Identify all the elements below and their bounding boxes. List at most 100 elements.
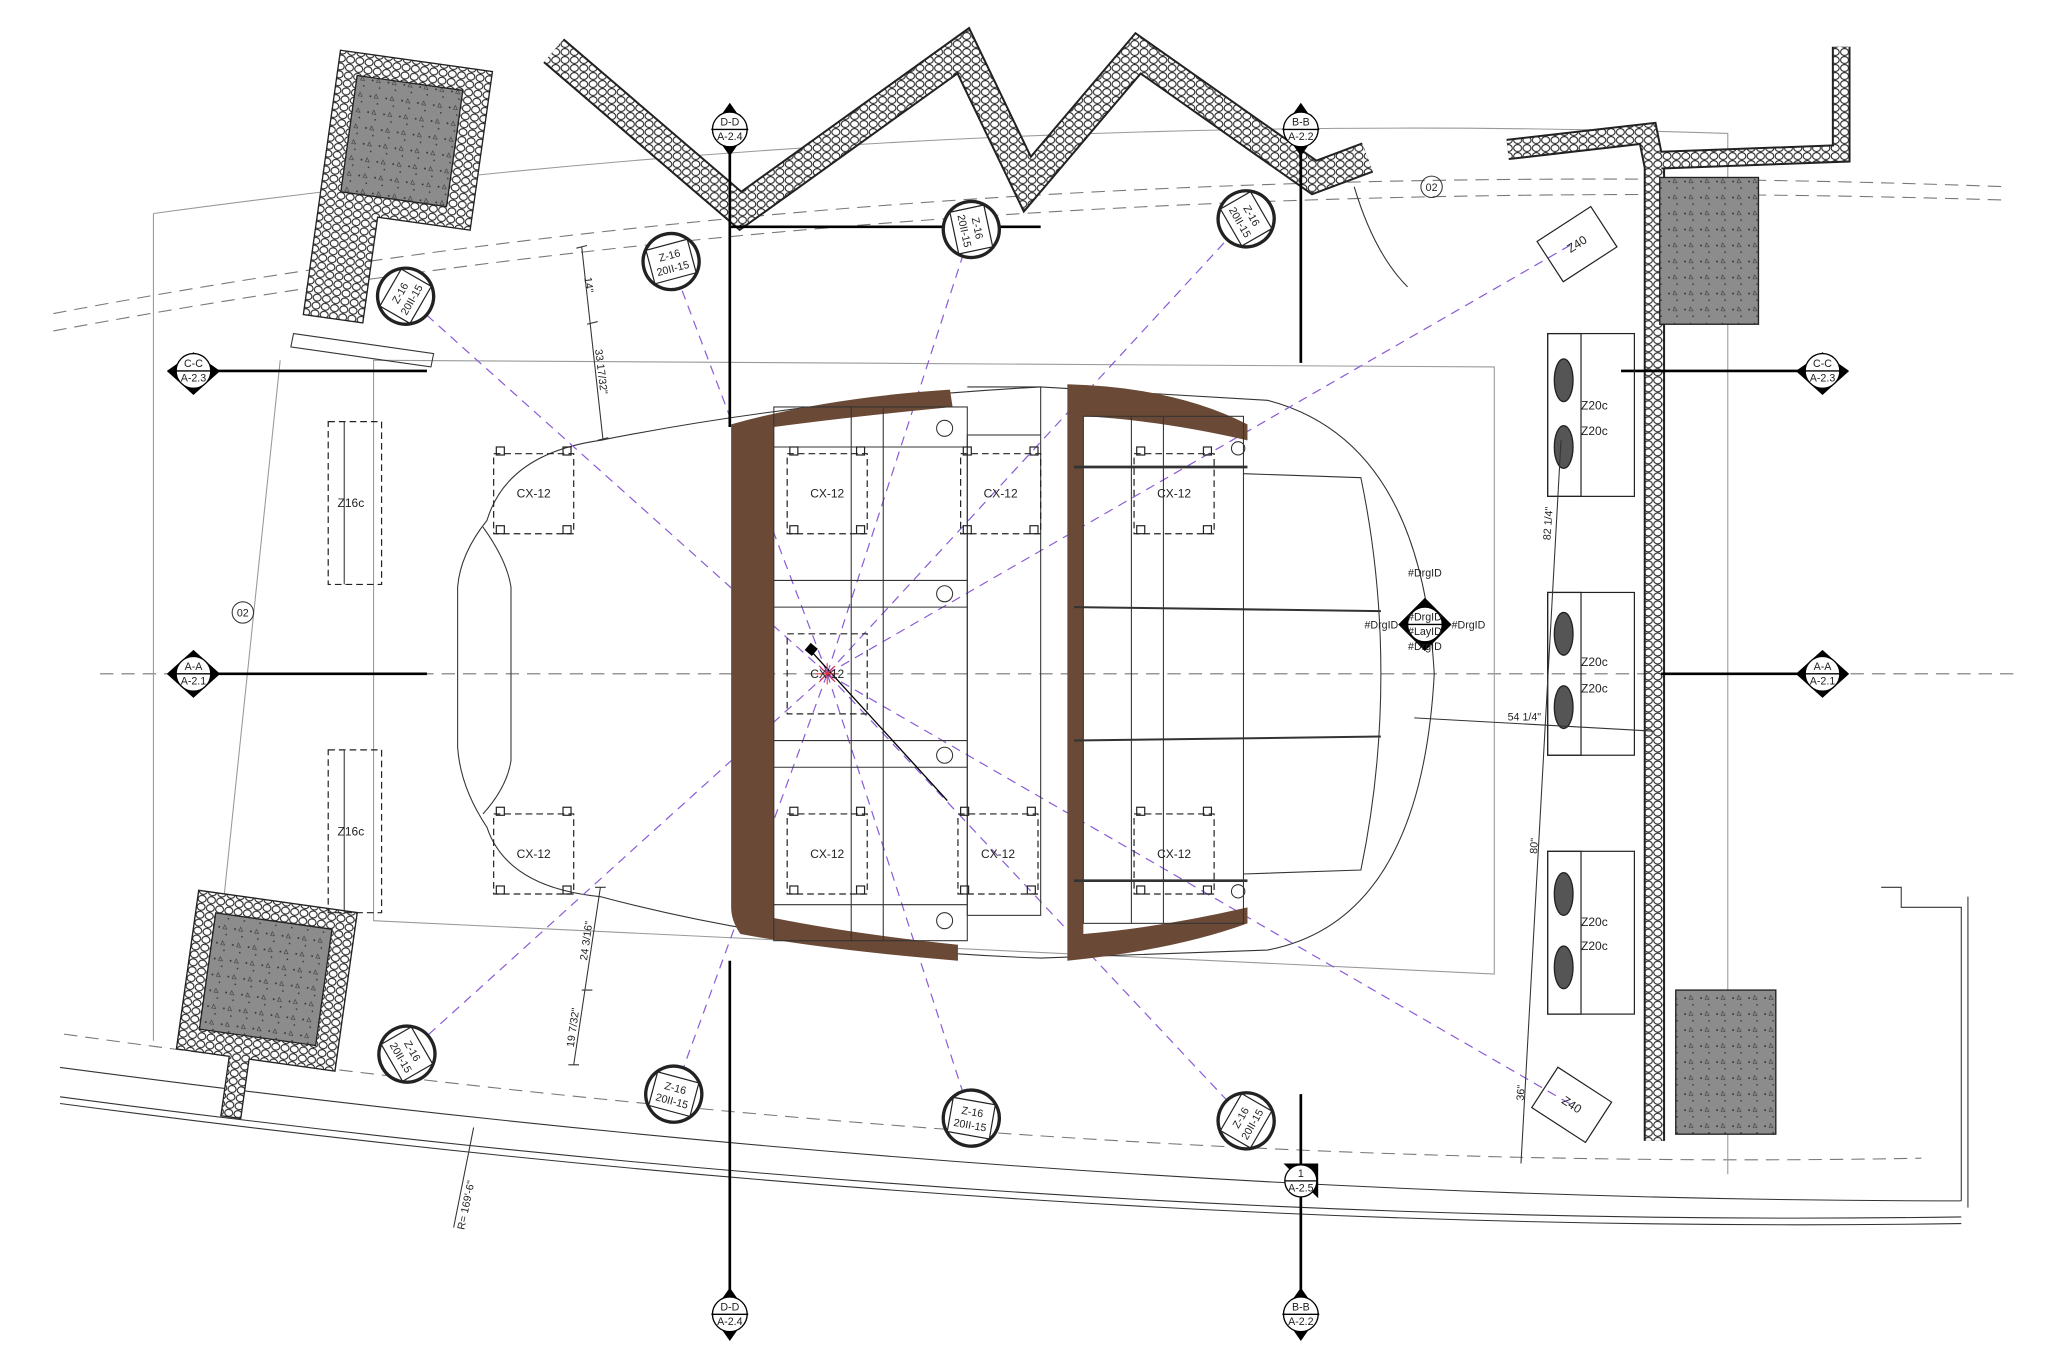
speaker-model: Z-16: [960, 1105, 984, 1121]
room-number: 02: [237, 607, 249, 619]
speaker-sub: 20II-15: [953, 1117, 988, 1135]
detail-marker[interactable]: 1 A-2.5: [1283, 1163, 1319, 1199]
sub-label: Z16c: [338, 496, 365, 510]
dimension-label: 19 7/32": [565, 1007, 582, 1048]
sub-label: Z20c: [1581, 655, 1608, 669]
monitor-cx12[interactable]: CX-12: [493, 446, 575, 535]
monitor-label: CX-12: [810, 487, 844, 501]
subwoofer-z16c[interactable]: Z16c: [327, 421, 383, 586]
section-marker[interactable]: A-A A-2.1: [1795, 649, 1850, 698]
drawing-id-right: #DrgID: [1452, 619, 1486, 631]
elevation-tag[interactable]: #DrgID #LayID #DrgID #DrgID #DrgID #DrgI…: [1364, 567, 1485, 652]
section-id: A-A: [185, 661, 204, 673]
concrete-column: [340, 74, 464, 208]
concrete-column: [198, 912, 333, 1047]
monitor-cx12[interactable]: CX-12: [1133, 446, 1215, 535]
monitor-cx12[interactable]: CX-12: [493, 806, 575, 895]
room-number: 02: [1426, 182, 1438, 194]
monitor-label: CX-12: [810, 847, 844, 861]
section-id: B-B: [1292, 1301, 1310, 1313]
detail-id: 1: [1298, 1168, 1304, 1180]
sub-label: Z20c: [1581, 939, 1608, 953]
subwoofer-z40[interactable]: Z40: [1536, 205, 1618, 283]
dimension-label: 82 1/4": [1541, 506, 1555, 540]
detail-sheet: A-2.5: [1288, 1183, 1314, 1195]
dimension-label: 54 1/4": [1508, 712, 1542, 724]
monitor-cx12[interactable]: CX-12: [957, 806, 1039, 895]
speaker-z16[interactable]: Z-16 20II-15: [639, 1060, 708, 1129]
monitor-cx12[interactable]: CX-12: [1133, 806, 1215, 895]
section-id: D-D: [720, 1301, 739, 1313]
speaker-z16[interactable]: Z-16 20II-15: [369, 1016, 446, 1093]
section-sheet: A-2.2: [1288, 1316, 1314, 1328]
acoustic-walls: [175, 26, 1851, 1141]
sub-label: Z40: [1559, 1093, 1584, 1116]
section-marker[interactable]: C-C A-2.3: [1795, 352, 1850, 395]
drawing-id-bottom: #DrgID: [1408, 641, 1442, 653]
dimension-label: 14": [581, 276, 595, 293]
subwoofer-z40[interactable]: Z40: [1530, 1066, 1613, 1144]
speaker-z16[interactable]: Z-16 20II-15: [939, 1086, 1004, 1151]
section-sheet: A-2.3: [1810, 373, 1836, 385]
subwoofer-stack-z20c[interactable]: Z20c Z20c: [1547, 332, 1635, 497]
sub-label: Z20c: [1581, 399, 1608, 413]
concrete-column: [1659, 176, 1760, 325]
monitor-label: CX-12: [981, 847, 1015, 861]
section-id: D-D: [720, 116, 739, 128]
drawing-id-left: #DrgID: [1364, 619, 1398, 631]
monitor-cx12[interactable]: CX-12: [960, 446, 1042, 535]
subwoofer-z16c[interactable]: Z16c: [327, 749, 383, 914]
radius-label: R= 169'-6": [455, 1179, 477, 1231]
sub-label: Z40: [1565, 233, 1590, 256]
section-marker[interactable]: D-D A-2.4: [711, 102, 749, 157]
monitor-label: CX-12: [1157, 487, 1191, 501]
subwoofer-stack-z20c[interactable]: Z20c Z20c: [1547, 850, 1635, 1015]
mixing-console: [731, 384, 1382, 961]
section-marker[interactable]: C-C A-2.3: [166, 352, 221, 395]
section-marker[interactable]: B-B A-2.2: [1282, 1287, 1320, 1341]
dimensions: 14" 33 17/32" 24 3/16" 19 7/32" 82 1/4" …: [453, 244, 1655, 1231]
room-boundary: [457, 386, 1435, 959]
section-id: C-C: [1813, 358, 1832, 370]
speaker-z16[interactable]: Z-16 20II-15: [637, 227, 706, 296]
drawing-id: #DrgID: [1408, 611, 1442, 623]
section-marker[interactable]: B-B A-2.2: [1282, 102, 1320, 157]
monitor-cx12[interactable]: CX-12: [786, 446, 868, 535]
speaker-model: Z-16: [663, 1080, 687, 1097]
dimension-label: 36": [1515, 1084, 1528, 1101]
section-id: A-A: [1814, 661, 1833, 673]
monitor-cx12[interactable]: CX-12: [786, 633, 868, 715]
speaker-z16[interactable]: Z-16 20II-15: [1208, 1083, 1285, 1160]
section-sheet: A-2.4: [717, 131, 743, 143]
speaker-aim-lines: [405, 218, 1575, 1122]
speaker-model: Z-16: [657, 247, 681, 264]
section-sheet: A-2.1: [181, 676, 207, 688]
speaker-z16[interactable]: Z-16 20II-15: [1208, 181, 1285, 258]
dimension-label: 24 3/16": [578, 920, 595, 961]
section-sheet: A-2.2: [1288, 131, 1314, 143]
section-id: B-B: [1292, 116, 1310, 128]
monitor-cx12[interactable]: CX-12: [786, 806, 868, 895]
monitor-label: CX-12: [517, 847, 551, 861]
subwoofer-stack-z20c[interactable]: Z20c Z20c: [1547, 591, 1635, 756]
monitor-label: CX-12: [810, 667, 844, 681]
drawing-id-top: #DrgID: [1408, 567, 1442, 579]
sub-label: Z16c: [338, 824, 365, 838]
sub-label: Z20c: [1581, 424, 1608, 438]
speaker-z16[interactable]: Z-16 20II-15: [367, 258, 444, 335]
section-id: C-C: [184, 358, 203, 370]
room-tag: 02: [1420, 175, 1443, 199]
section-marker[interactable]: A-A A-2.1: [166, 649, 221, 698]
sub-label: Z20c: [1581, 682, 1608, 696]
curved-exterior-wall: [59, 886, 1969, 1226]
dimension-label: 80": [1528, 838, 1541, 855]
section-marker[interactable]: D-D A-2.4: [711, 1287, 749, 1341]
monitor-label: CX-12: [517, 487, 551, 501]
speaker-model: Z-16: [969, 216, 985, 240]
concrete-column: [1675, 989, 1777, 1135]
layout-id: #LayID: [1408, 626, 1442, 638]
dimension-label: 33 17/32": [592, 348, 609, 395]
speaker-z16[interactable]: Z-16 20II-15: [938, 196, 1004, 262]
section-sheet: A-2.4: [717, 1316, 743, 1328]
